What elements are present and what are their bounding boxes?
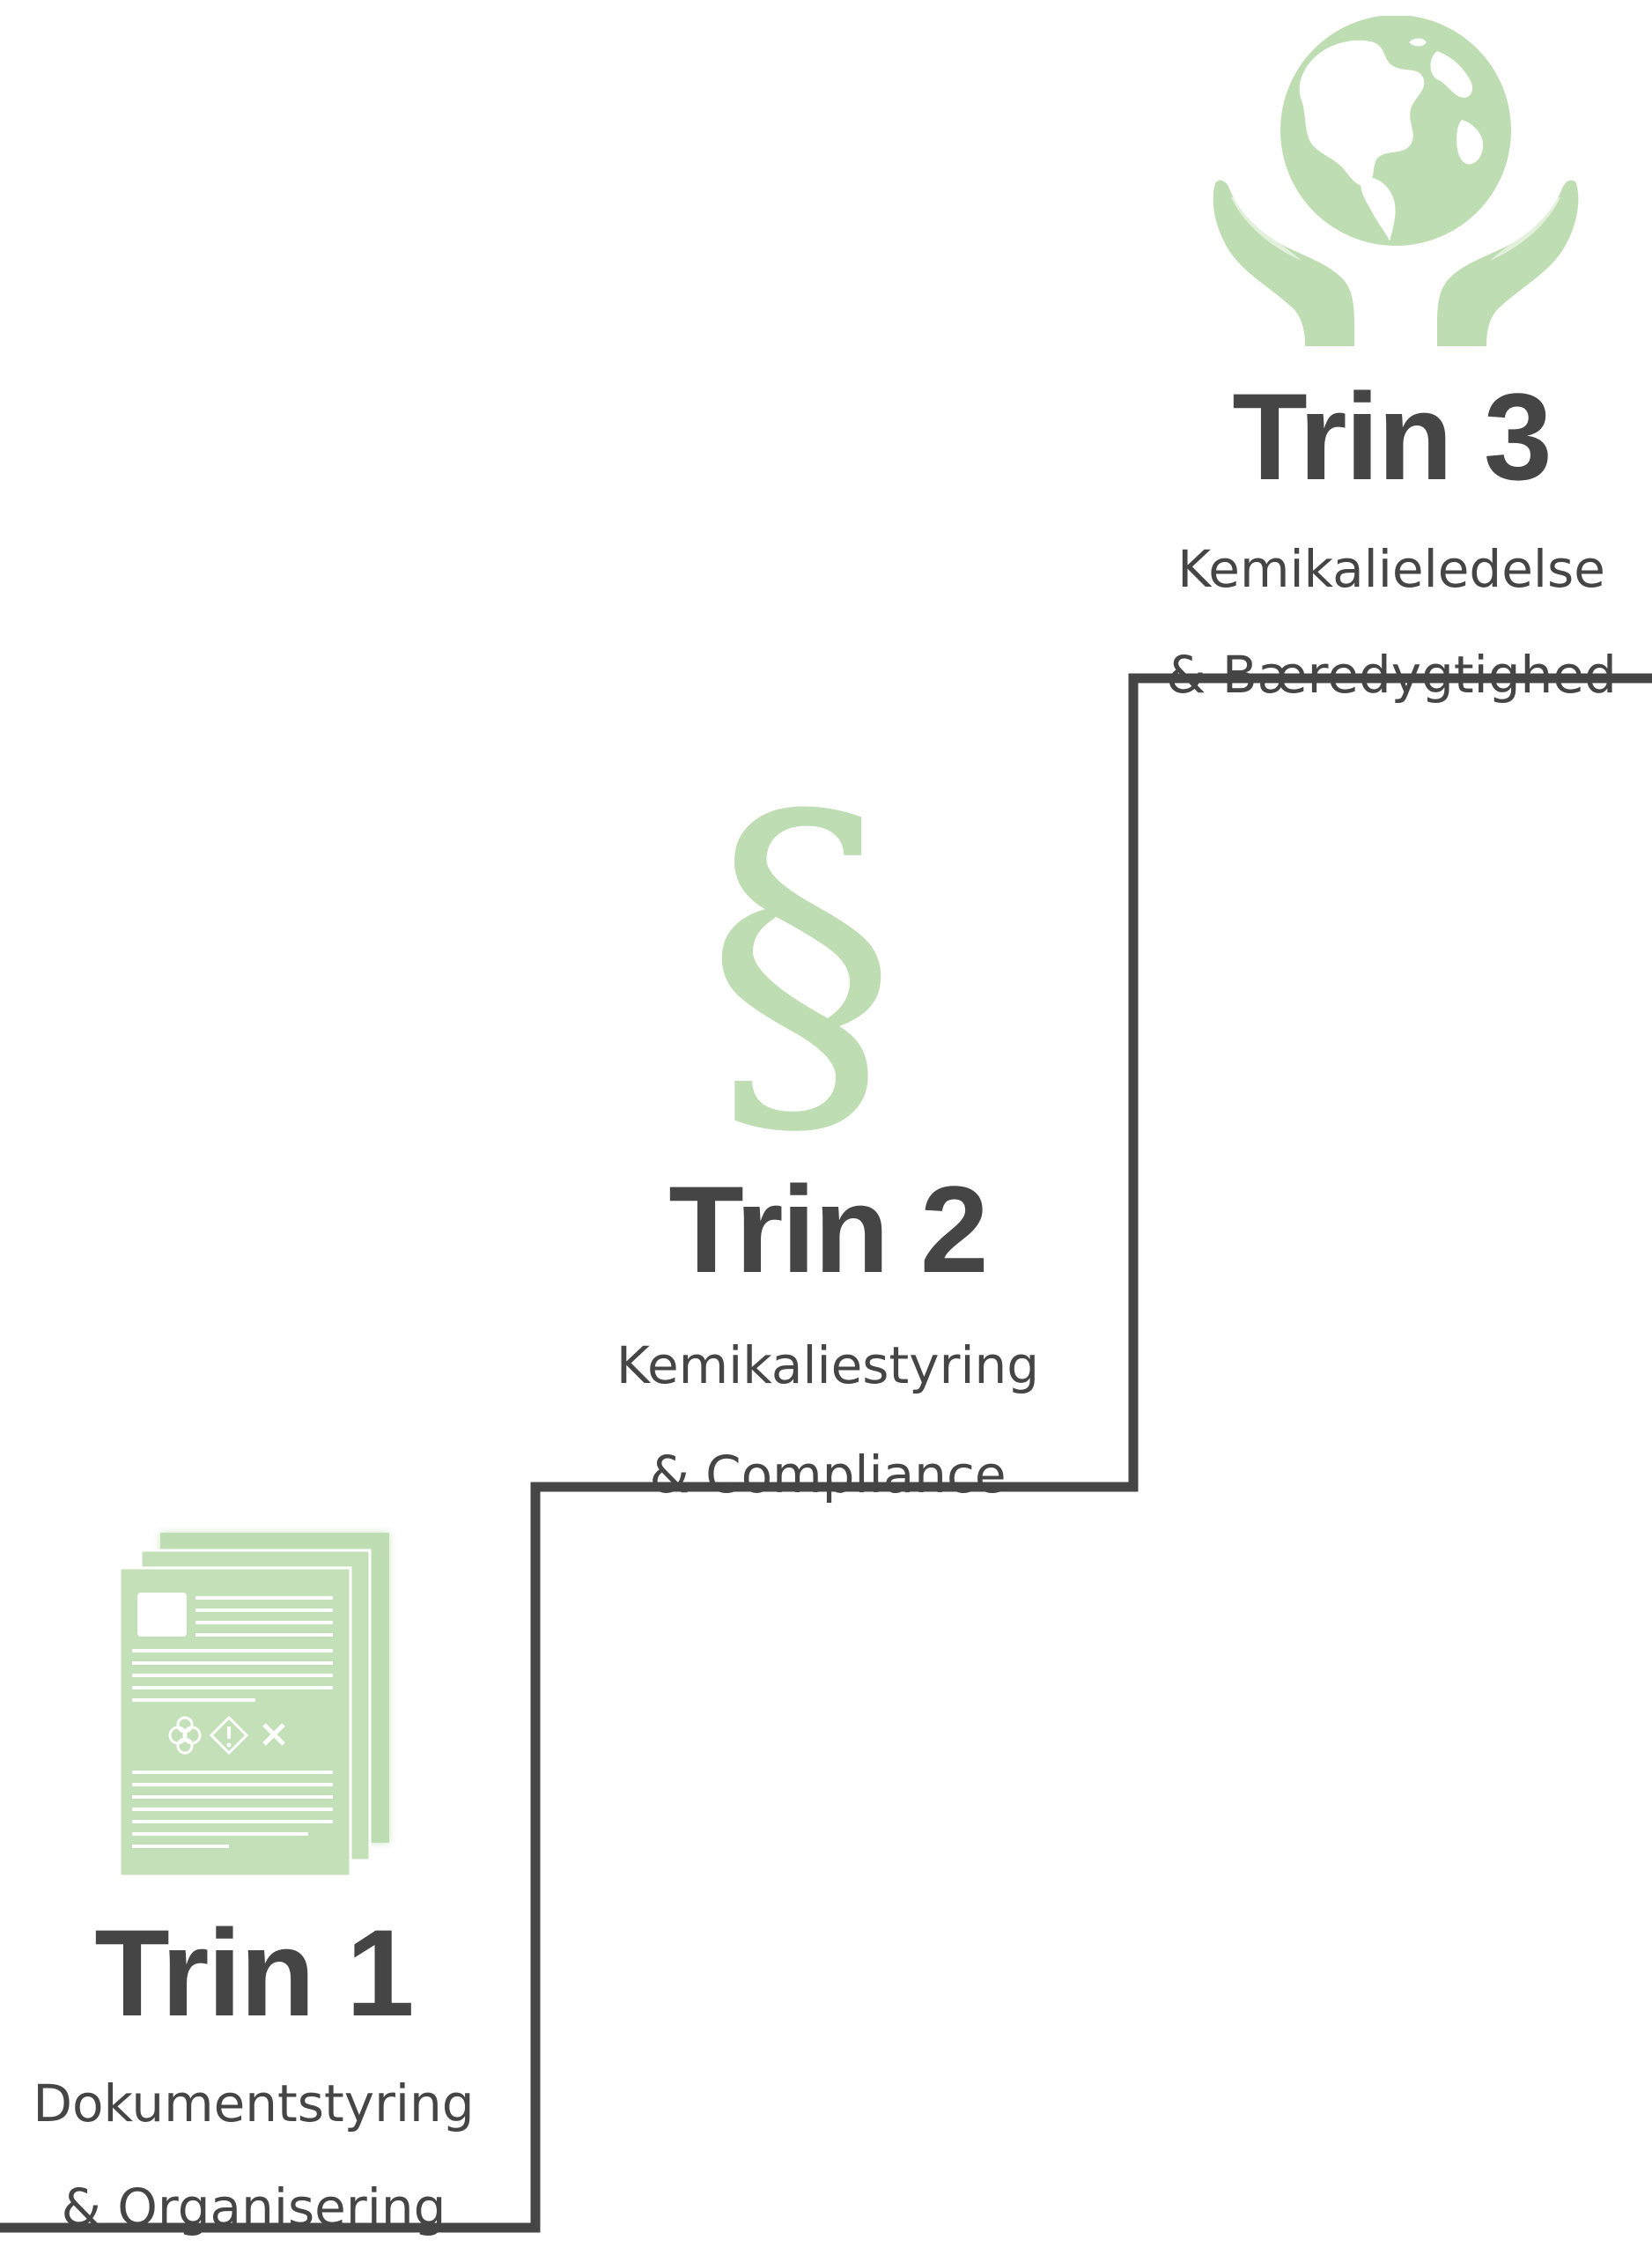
step-1-subtitle-line-1: Dokumentstyring [33,2074,475,2133]
step-1-subtitle-line-2: & Organisering [61,2177,446,2237]
step-2-subtitle-line-1: Kemikaliestyring [616,1335,1040,1395]
step-3-subtitle-line-2: & Bæredygtighed [1166,645,1617,705]
step-1-title: Trin 1 [94,1904,414,2042]
section-sign-icon: § [704,735,898,1186]
step-1: Trin 1 Dokumentstyring & Organisering [0,1911,507,2243]
step-2: Trin 2 Kemikaliestyring & Compliance [564,1168,1092,1510]
step-2-title: Trin 2 [668,1160,988,1298]
step-3: Trin 3 Kemikalieledelse & Bæredygtighed [1127,375,1652,710]
step-3-title: Trin 3 [1232,367,1552,506]
document-stack-icon [118,1533,389,1878]
globe-in-hands-icon [1213,16,1579,346]
step-2-subtitle-line-2: & Compliance [649,1445,1007,1505]
step-3-subtitle-line-1: Kemikalieledelse [1177,539,1605,599]
